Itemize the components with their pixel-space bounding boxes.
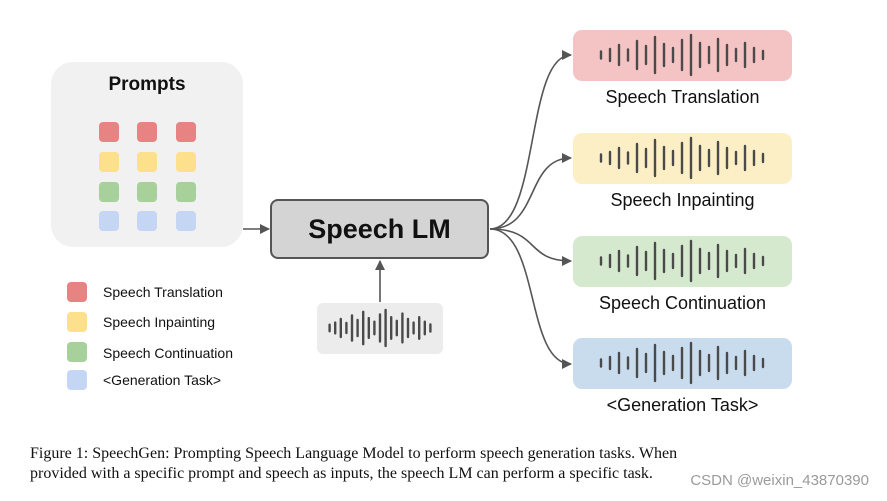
legend-label-generation-task: <Generation Task> (103, 372, 222, 388)
legend-swatch-speech-continuation (67, 342, 87, 362)
legend-label-speech-continuation: Speech Continuation (103, 345, 233, 361)
output-label-speech-translation: Speech Translation (605, 87, 760, 107)
watermark: CSDN @weixin_43870390 (690, 472, 869, 489)
prompt-square-speech-inpainting (137, 152, 157, 172)
prompt-square-speech-translation (137, 122, 157, 142)
speech-lm-box: Speech LM (270, 199, 489, 259)
prompt-square-speech-continuation (99, 182, 119, 202)
prompt-square-generation-task (137, 211, 157, 231)
figure-caption: Figure 1: SpeechGen: Prompting Speech La… (30, 444, 850, 484)
output-label-speech-continuation: Speech Continuation (598, 293, 767, 313)
output-waveform-icon (599, 136, 765, 180)
caption-line-1: Figure 1: SpeechGen: Prompting Speech La… (30, 445, 678, 462)
input-waveform-icon (328, 308, 432, 348)
prompt-square-speech-inpainting (99, 152, 119, 172)
prompt-square-speech-continuation (176, 182, 196, 202)
legend-label-speech-inpainting: Speech Inpainting (103, 314, 216, 330)
lm-to-generation-task-arrow-icon (489, 228, 572, 369)
legend-swatch-speech-translation (67, 282, 87, 302)
legend-swatch-speech-inpainting (67, 312, 87, 332)
lm-to-speech-inpainting-arrow-icon (489, 153, 572, 230)
prompt-square-speech-inpainting (176, 152, 196, 172)
prompts-title: Prompts (108, 74, 186, 95)
prompt-square-speech-continuation (137, 182, 157, 202)
speech-lm-label: Speech LM (308, 213, 451, 244)
output-label-generation-task: <Generation Task> (606, 395, 759, 415)
output-waveform-icon (599, 33, 765, 77)
lm-to-speech-continuation-arrow-icon (489, 228, 572, 266)
prompt-square-speech-translation (176, 122, 196, 142)
prompt-square-generation-task (99, 211, 119, 231)
legend-swatch-generation-task (67, 370, 87, 390)
output-label-speech-inpainting: Speech Inpainting (610, 190, 755, 210)
prompt-square-generation-task (176, 211, 196, 231)
prompt-square-speech-translation (99, 122, 119, 142)
caption-line-2: provided with a specific prompt and spee… (30, 465, 653, 482)
legend-label-speech-translation: Speech Translation (103, 284, 223, 300)
output-waveform-icon (599, 239, 765, 283)
output-waveform-icon (599, 341, 765, 385)
lm-to-speech-translation-arrow-icon (489, 50, 572, 230)
